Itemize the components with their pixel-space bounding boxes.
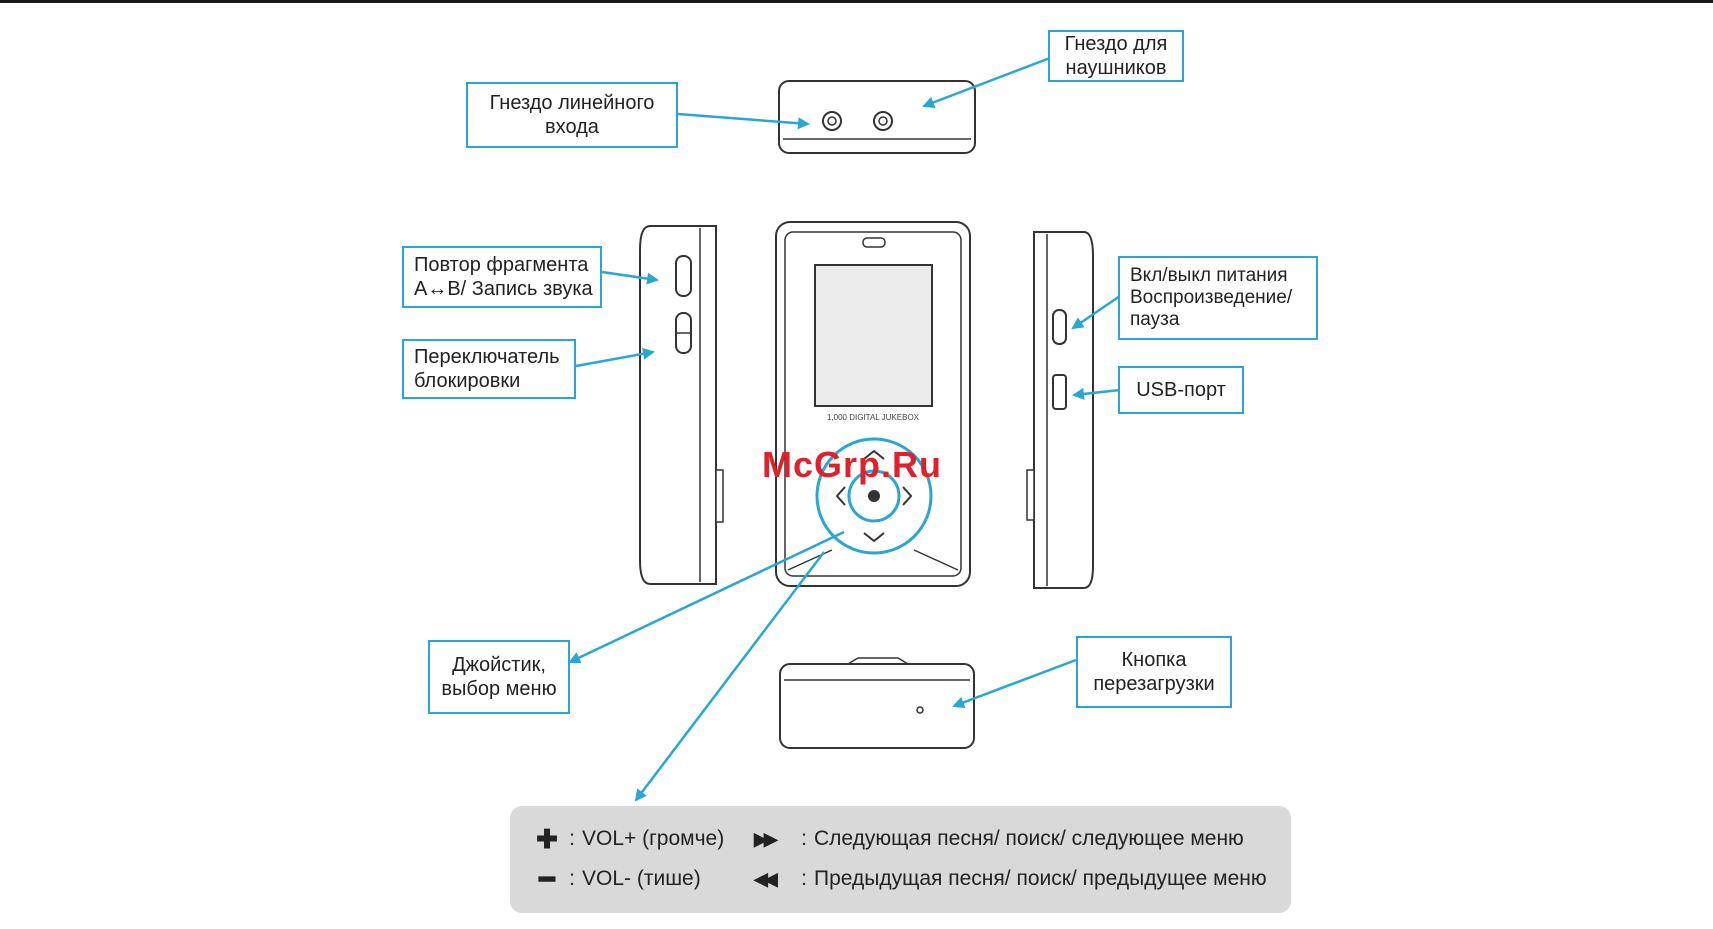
label-power-play-line-2: Воспроизведение/ xyxy=(1130,287,1293,308)
label-reset-button-line-1: Кнопка xyxy=(1121,649,1187,671)
legend-prev-text: Предыдущая песня/ поиск/ предыдущее меню xyxy=(814,867,1267,890)
label-power-play-line-3: пауза xyxy=(1130,309,1180,330)
device-right-side-view xyxy=(1026,231,1094,589)
legend-colon: : xyxy=(569,827,575,850)
top-border-line xyxy=(0,0,1713,3)
label-lock-switch-line-2: блокировки xyxy=(414,370,521,392)
reset-hole-icon xyxy=(916,706,924,714)
watermark: McGrp.Ru xyxy=(762,444,943,485)
screen-caption: 1,000 DIGITAL JUKEBOX xyxy=(827,413,920,422)
line-in-jack-icon xyxy=(822,111,842,131)
screen xyxy=(814,264,933,407)
label-reset-button: Кнопка перезагрузки xyxy=(1076,636,1232,708)
label-headphone-jack-line-1: Гнездо для xyxy=(1064,33,1168,55)
pointer-lines xyxy=(568,56,1121,802)
legend-colon: : xyxy=(801,867,807,890)
device-front-view: 1,000 DIGITAL JUKEBOX xyxy=(775,221,971,587)
legend-vol-down-text: VOL- (тише) xyxy=(582,867,701,890)
label-power-play-line-1: Вкл/выкл питания xyxy=(1130,265,1288,286)
label-ab-repeat-line-1: Повтор фрагмента xyxy=(414,254,589,276)
device-left-side-view xyxy=(639,225,724,585)
label-line-in-jack-line-1: Гнездо линейного xyxy=(489,92,655,114)
label-ab-repeat-line-2: A↔B/ Запись звука xyxy=(414,278,593,300)
legend-next-text: Следующая песня/ поиск/ следующее меню xyxy=(814,827,1244,850)
label-usb-port: USB-порт xyxy=(1118,366,1244,414)
label-ab-repeat: Повтор фрагмента A↔B/ Запись звука xyxy=(402,246,602,308)
legend-vol-down: ━ : VOL- (тише) xyxy=(532,864,701,894)
label-reset-button-line-2: перезагрузки xyxy=(1093,673,1215,695)
legend-vol-up-text: VOL+ (громче) xyxy=(582,827,725,850)
plus-icon: ✚ xyxy=(536,823,558,854)
power-play-button-icon xyxy=(1052,309,1067,345)
legend-colon: : xyxy=(801,827,807,850)
label-line-in-jack: Гнездо линейного входа xyxy=(466,82,678,148)
label-joystick-line-2: выбор меню xyxy=(441,678,557,700)
label-joystick-line-1: Джойстик, xyxy=(452,654,546,676)
label-headphone-jack-line-2: наушников xyxy=(1065,57,1167,79)
legend-next: ▶▶ : Следующая песня/ поиск/ следующее м… xyxy=(754,824,1244,854)
legend-colon: : xyxy=(569,867,575,890)
fast-forward-icon: ▶▶ xyxy=(754,828,778,849)
headphone-jack-icon xyxy=(873,111,893,131)
label-headphone-jack: Гнездо для наушников xyxy=(1048,30,1184,82)
device-top-view xyxy=(778,80,976,154)
rewind-icon: ◀◀ xyxy=(754,868,778,889)
device-bottom-view xyxy=(779,657,975,749)
label-power-play: Вкл/выкл питания Воспроизведение/ пауза xyxy=(1118,256,1318,340)
usb-port-icon xyxy=(1052,374,1067,410)
label-joystick: Джойстик, выбор меню xyxy=(428,640,570,714)
label-usb-port-line-1: USB-порт xyxy=(1136,379,1226,401)
minus-icon: ━ xyxy=(539,863,555,894)
legend-vol-up: ✚ : VOL+ (громче) xyxy=(532,824,724,854)
legend-prev: ◀◀ : Предыдущая песня/ поиск/ предыдущее… xyxy=(754,864,1267,894)
label-lock-switch: Переключатель блокировки xyxy=(402,339,576,399)
label-line-in-jack-line-2: входа xyxy=(545,116,599,138)
label-lock-switch-line-1: Переключатель xyxy=(414,346,560,368)
button-legend: ✚ : VOL+ (громче) ━ : VOL- (тише) ▶▶ : С… xyxy=(510,806,1291,913)
speaker-grill-icon xyxy=(862,237,886,248)
ab-repeat-button-icon xyxy=(675,255,692,297)
